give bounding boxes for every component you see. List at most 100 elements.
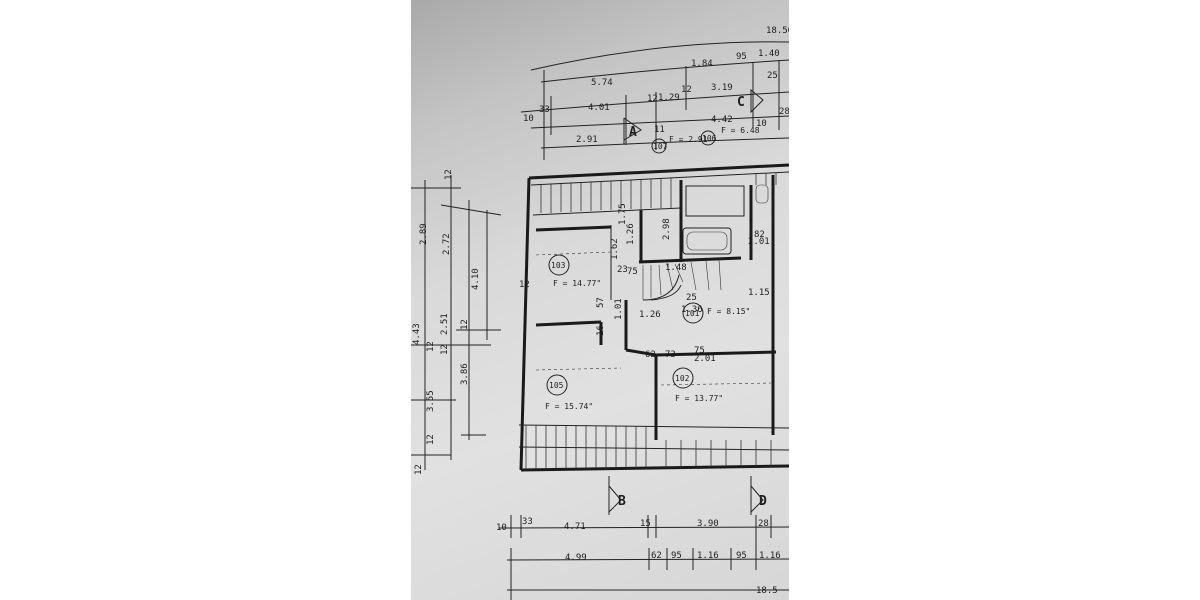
dim-top-row2-h: 28 [779,107,789,117]
floor-plan-walls [518,163,789,472]
dim-bottom-row2-b: 62 [651,551,662,561]
top-dimension-chains [520,41,789,160]
dim-top-row3-c: 4.42 [711,115,733,125]
dim-int-c: 2.98 [662,218,672,240]
dim-bottom-row1-e: 3.90 [697,519,719,529]
section-marker-d: D [750,476,767,515]
dim-top-row1-c: 95 [736,52,747,62]
room-101: 101 F = 8.15" [682,302,750,324]
dim-left-b: 2.89 [419,223,429,245]
top-balcony-hatching [540,173,777,213]
svg-text:F = 13.77": F = 13.77" [675,394,723,403]
dim-int-r: 82 [754,230,765,240]
dim-left-e: 4.43 [412,323,422,345]
dim-int-u: 12 [519,280,530,290]
dim-int-m: 62 [645,350,656,360]
room-106-area: F = 6.48 [721,126,760,135]
dim-left-l: 12 [426,434,436,445]
dim-left-h: 12 [440,344,450,355]
dim-left-m: 12 [414,464,424,475]
section-marker-b: B [608,476,626,515]
dim-bottom-row1-c: 4.71 [564,522,586,532]
dim-bottom-row1-b: 33 [522,517,533,527]
room-107-id: 107 [653,142,668,151]
room-107-area: F = 2.91 [669,135,708,144]
dim-bottom-row1-f: 28 [758,519,769,529]
dim-int-b: 1.26 [626,223,636,245]
dim-int-q: 1.36 [681,305,703,315]
dim-int-t: 2.01 [694,354,716,364]
dim-int-h: 25 [686,293,697,303]
dim-bottom-row1-d: 15 [640,519,651,529]
dim-left-i: 3.86 [460,363,470,385]
dim-top-row3-a: 2.91 [576,135,598,145]
dim-bottom-row2-d: 1.16 [697,551,719,561]
dim-int-p: 1.15 [748,288,770,298]
dim-left-k: 3.55 [426,390,436,412]
svg-text:101: 101 [685,309,700,318]
dim-top-total: 18.50 [766,26,789,36]
left-dimension-column [411,175,502,470]
room-103: 103 F = 14.77" [548,254,601,288]
blueprint-photo: 18.50 5.74 1.84 95 1.40 33 4.01 12 1.29 … [411,0,789,600]
dim-top-row2-d: 1.29 [658,93,680,103]
dim-top-row2-f: 3.19 [711,83,733,93]
dim-top-row1-d: 1.40 [758,49,780,59]
bottom-balcony-hatching [525,425,772,470]
dim-int-n: 73 [665,350,676,360]
dim-top-row2-b: 4.01 [588,103,610,113]
dim-int-g: 1.48 [665,263,687,273]
svg-text:102: 102 [675,374,690,383]
svg-text:F = 14.77": F = 14.77" [553,279,601,288]
dim-bottom-total: 18.5 [756,586,778,596]
dim-top-row3-b: 11 [654,125,665,135]
interior-dashed-lines [535,251,772,386]
bottom-dimension-chains [498,515,789,600]
svg-text:F = 15.74": F = 15.74" [545,402,593,411]
dim-int-a: 1.75 [618,203,628,225]
svg-text:103: 103 [551,261,566,270]
svg-text:D: D [759,494,767,509]
room-105: 105 F = 15.74" [545,374,593,411]
dim-top-row2-a: 33 [539,105,550,115]
dim-left-f: 12 [426,341,436,352]
floor-plan-drawing: 18.50 5.74 1.84 95 1.40 33 4.01 12 1.29 … [411,26,789,600]
dim-left-j: 12 [460,319,470,330]
dim-bottom-row2-a: 4.99 [565,553,587,563]
dim-int-f: 23 [617,265,628,275]
dim-bottom-row2-f: 1.16 [759,551,781,561]
dim-int-o: 75 [694,346,705,356]
bathroom-fixtures [682,184,769,255]
dim-left-g: 2.51 [440,313,450,335]
dim-top-row1-b: 1.84 [691,59,713,69]
svg-text:C: C [737,95,745,110]
section-marker-a: A [623,117,642,144]
dim-bottom-row2-c: 95 [671,551,682,561]
dim-int-j: 16 [596,325,606,336]
stair-treads [642,259,722,300]
dim-left-c: 2.72 [442,233,452,255]
section-marker-c: C [737,88,764,114]
dim-top-row2-c: 12 [647,94,658,104]
dim-top-row1-a: 5.74 [591,78,613,88]
dim-bottom-row1-a: 10 [496,523,507,533]
dim-bottom-row2-e: 95 [736,551,747,561]
svg-text:A: A [629,125,637,140]
dim-top-row2-g: 25 [767,71,778,81]
dim-int-i: 57 [596,297,606,308]
svg-text:B: B [618,494,626,509]
room-102: 102 F = 13.77" [672,367,723,403]
dim-left-d: 4.10 [471,268,481,290]
dim-int-l: 1.01 [614,298,624,320]
dim-left-a: 12 [444,169,454,180]
dim-int-k: 1.26 [639,310,661,320]
dim-int-e: 75 [627,267,638,277]
dim-top-small-a: 10 [523,114,534,124]
dim-top-small-b: 10 [756,119,767,129]
room-106-id: 106 [702,134,717,143]
dim-top-row2-e: 12 [681,85,692,95]
svg-text:F = 8.15": F = 8.15" [707,307,750,316]
dim-int-d: 1.62 [610,238,620,260]
dim-int-s: 2.01 [748,237,770,247]
svg-text:105: 105 [549,381,564,390]
